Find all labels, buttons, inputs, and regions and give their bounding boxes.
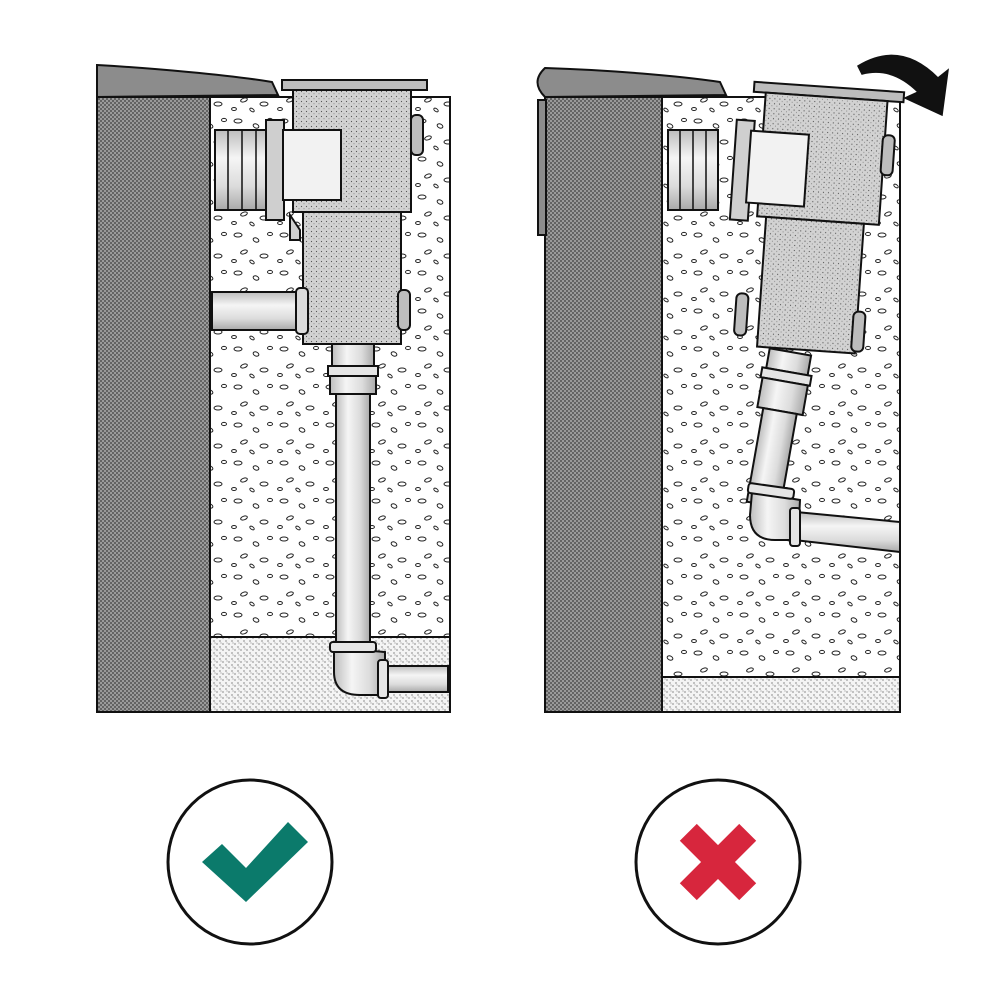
suction-pipe-vertical <box>327 343 379 645</box>
skimmer-throat <box>214 119 285 221</box>
verdict-circle <box>166 778 334 946</box>
skimmer-body <box>281 79 428 345</box>
pool-coping <box>536 66 728 99</box>
return-pipe <box>211 287 309 335</box>
pipe-elbow <box>746 482 901 554</box>
gravel-base <box>661 676 901 713</box>
pool-wall <box>544 96 663 713</box>
pool-coping <box>96 63 280 99</box>
verdict-correct <box>166 778 334 946</box>
cross-icon <box>679 823 757 901</box>
wall-liner-edge <box>537 99 547 236</box>
pipe-elbow <box>329 641 449 699</box>
check-icon <box>202 822 308 902</box>
skimmer-body-tilted <box>728 80 906 355</box>
tilt-arrow-icon <box>857 54 949 117</box>
suction-pipe-misaligned <box>745 347 813 509</box>
pool-wall <box>96 96 211 713</box>
panel-correct-installation <box>96 63 451 713</box>
skimmer-throat <box>667 129 719 211</box>
verdict-incorrect <box>634 778 802 946</box>
panel-incorrect-installation <box>536 54 949 713</box>
